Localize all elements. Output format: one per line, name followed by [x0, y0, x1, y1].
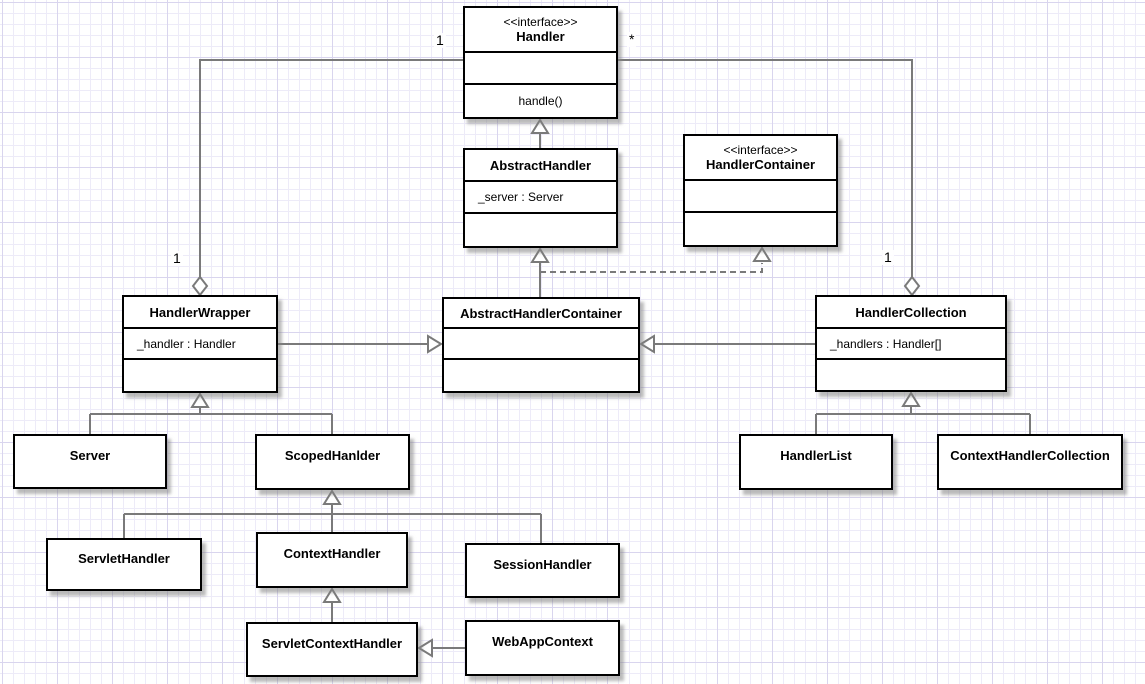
class-server[interactable]: Server — [13, 434, 167, 489]
class-handler[interactable]: <<interface>> Handler handle() — [463, 6, 618, 119]
class-title-compartment: HandlerCollection — [817, 297, 1005, 327]
method-text: handle() — [518, 94, 563, 108]
attributes-compartment: _handler : Handler — [124, 327, 276, 358]
edge-generalization-scopedhanlder-children[interactable] — [123, 489, 542, 543]
generalization-arrow-icon — [322, 587, 342, 603]
class-name: HandlerList — [780, 448, 852, 463]
class-name: HandlerWrapper — [149, 304, 251, 320]
edge-generalization-servletcontexthandler-contexthandler[interactable] — [322, 587, 342, 622]
stereotype-label: <<interface>> — [723, 143, 798, 157]
class-name: WebAppContext — [492, 634, 593, 649]
edge-aggregation-handlercollection-handler[interactable] — [618, 59, 921, 297]
class-title-compartment: AbstractHandlerContainer — [444, 299, 638, 327]
edge-generalization-handlerwrapper-abstracthandlercontainer[interactable] — [278, 334, 443, 354]
class-handlerlist[interactable]: HandlerList — [739, 434, 893, 490]
stereotype-label: <<interface>> — [503, 15, 578, 29]
class-name: ScopedHanlder — [284, 448, 381, 463]
class-contexthandler[interactable]: ContextHandler — [256, 532, 408, 588]
class-title-compartment: AbstractHandler — [465, 150, 616, 180]
generalization-arrow-icon — [530, 118, 550, 134]
attributes-compartment — [685, 179, 836, 211]
class-sessionhandler[interactable]: SessionHandler — [465, 543, 620, 598]
multiplicity-label-handlercollection: 1 — [882, 249, 894, 265]
attributes-compartment: _server : Server — [465, 180, 616, 212]
attribute-text: _server : Server — [478, 190, 564, 204]
class-handlercontainer[interactable]: <<interface>> HandlerContainer — [683, 134, 838, 247]
edge-generalization-abstracthandler-handler[interactable] — [530, 118, 550, 148]
class-handlerwrapper[interactable]: HandlerWrapper _handler : Handler — [122, 295, 278, 393]
class-name: SessionHandler — [493, 556, 592, 572]
class-contexthandlercollection[interactable]: ContextHandlerCollection — [937, 434, 1123, 490]
class-name: AbstractHandlerContainer — [460, 305, 622, 321]
edge-generalization-handlercollection-abstracthandlercontainer[interactable] — [639, 334, 815, 354]
class-name: ContextHandlerCollection — [950, 448, 1110, 463]
class-title-compartment: HandlerWrapper — [124, 297, 276, 327]
class-name: Handler — [516, 29, 565, 44]
methods-compartment — [685, 211, 836, 245]
attribute-text: _handler : Handler — [137, 336, 236, 351]
generalization-arrow-icon — [322, 489, 342, 505]
aggregation-diamond-icon — [191, 275, 209, 297]
class-name: AbstractHandler — [489, 157, 592, 173]
class-handlercollection[interactable]: HandlerCollection _handlers : Handler[] — [815, 295, 1007, 392]
generalization-arrow-icon — [427, 334, 443, 354]
class-webappcontext[interactable]: WebAppContext — [465, 620, 620, 676]
class-title-compartment: <<interface>> Handler — [465, 8, 616, 51]
generalization-arrow-icon — [639, 334, 655, 354]
edge-realization-abstracthandlercontainer-handlercontainer[interactable] — [540, 246, 772, 273]
attribute-text: _handlers : Handler[] — [830, 336, 942, 351]
class-name: ServletContextHandler — [261, 635, 403, 651]
generalization-arrow-icon — [190, 392, 210, 408]
class-abstracthandlercontainer[interactable]: AbstractHandlerContainer — [442, 297, 640, 393]
generalization-arrow-icon — [901, 391, 921, 407]
methods-compartment — [817, 358, 1005, 390]
methods-compartment: handle() — [465, 83, 616, 117]
edge-generalization-abstracthandlercontainer-abstracthandler[interactable] — [530, 247, 550, 297]
edge-aggregation-handlerwrapper-handler[interactable] — [191, 59, 463, 297]
multiplicity-label-handler-right: * — [627, 31, 637, 47]
class-name: HandlerCollection — [855, 304, 967, 320]
class-name: HandlerContainer — [705, 157, 816, 172]
class-servlethandler[interactable]: ServletHandler — [46, 538, 202, 591]
attributes-compartment — [444, 327, 638, 358]
edge-generalization-handlerwrapper-children[interactable] — [89, 392, 333, 434]
class-name: ServletHandler — [78, 550, 170, 566]
generalization-arrow-icon — [417, 638, 433, 658]
class-title-compartment: <<interface>> HandlerContainer — [685, 136, 836, 179]
edge-generalization-webappcontext-servletcontexthandler[interactable] — [417, 638, 465, 658]
methods-compartment — [124, 358, 276, 391]
methods-compartment — [465, 212, 616, 246]
generalization-arrow-icon — [752, 246, 772, 262]
class-name: ContextHandler — [283, 546, 381, 561]
class-scopedhanlder[interactable]: ScopedHanlder — [255, 434, 410, 490]
class-abstracthandler[interactable]: AbstractHandler _server : Server — [463, 148, 618, 248]
attributes-compartment — [465, 51, 616, 83]
multiplicity-label-handler-left: 1 — [434, 32, 446, 48]
multiplicity-label-handlerwrapper: 1 — [171, 250, 183, 266]
methods-compartment — [444, 358, 638, 391]
class-name: Server — [69, 447, 111, 463]
edge-generalization-handlercollection-children[interactable] — [815, 391, 1031, 434]
generalization-arrow-icon — [530, 247, 550, 263]
class-servletcontexthandler[interactable]: ServletContextHandler — [246, 622, 418, 677]
attributes-compartment: _handlers : Handler[] — [817, 327, 1005, 358]
aggregation-diamond-icon — [903, 275, 921, 297]
